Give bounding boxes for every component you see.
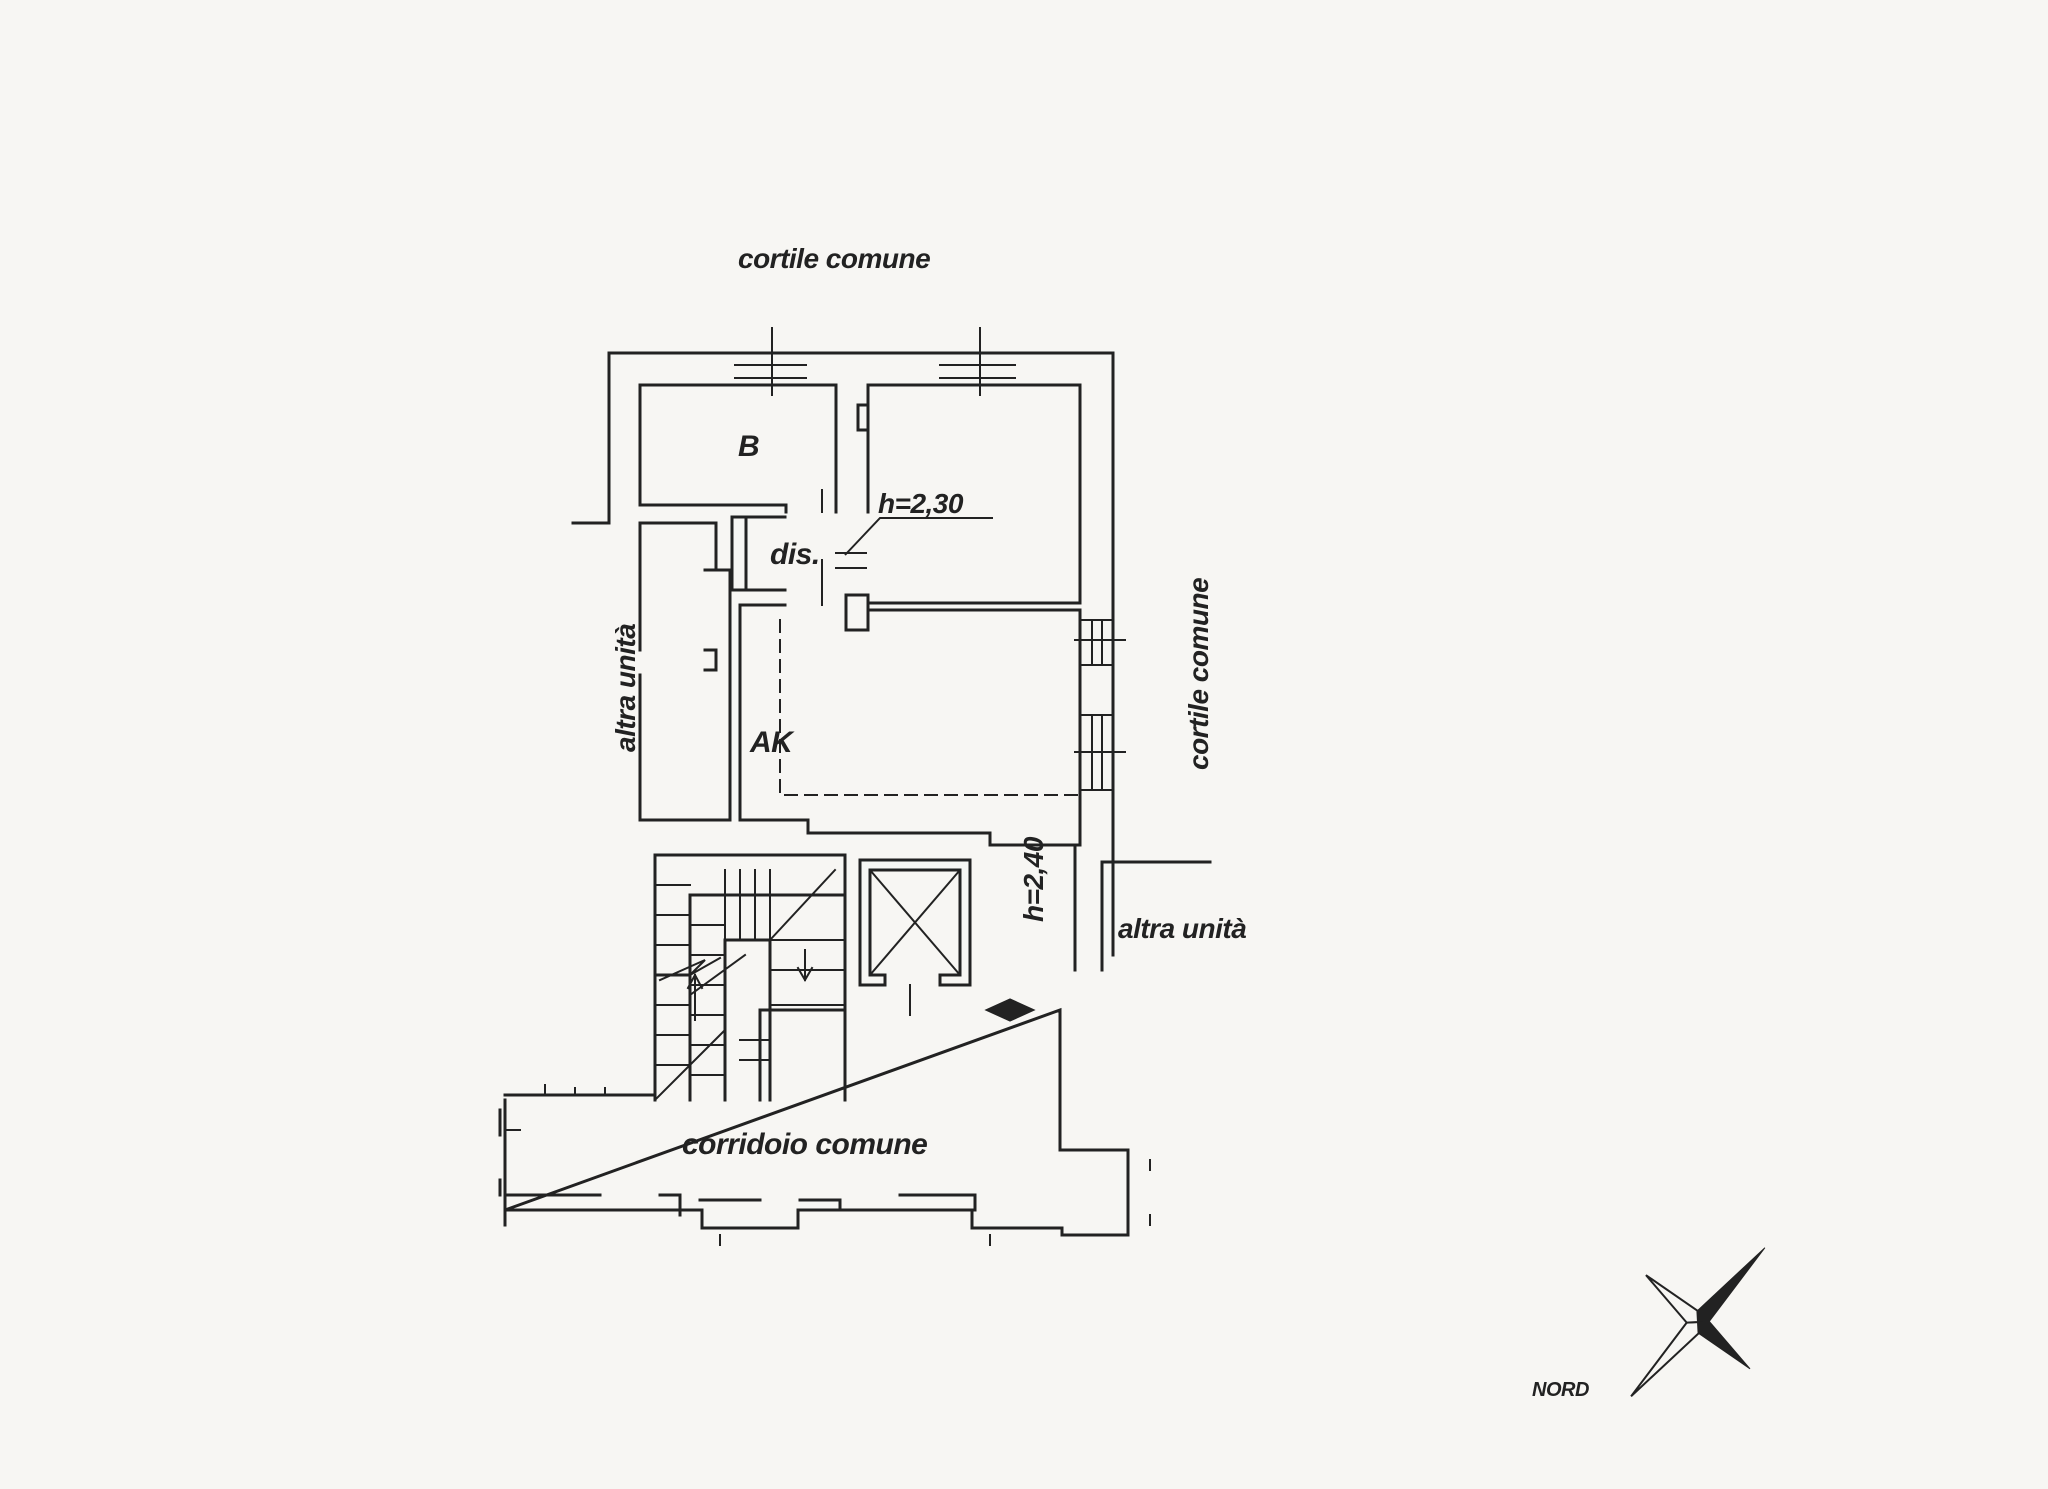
room-label-disimpegno: dis. xyxy=(770,538,820,571)
corridor-label: corridoio comune xyxy=(682,1128,928,1161)
room-top-wall xyxy=(844,593,870,632)
compass-south-point xyxy=(1630,1320,1700,1398)
window-top-left xyxy=(734,327,807,396)
compass-east-point xyxy=(1697,1320,1751,1370)
corridor-ticks xyxy=(504,1084,1151,1246)
stair-treads xyxy=(654,869,846,1101)
stair-arrow-up xyxy=(686,972,704,1021)
ak-dashed-area xyxy=(779,619,1081,796)
room-label-bagno: B xyxy=(738,430,760,463)
compass-rose xyxy=(1630,1247,1766,1398)
partition-wall xyxy=(834,423,870,514)
entrance-triangle xyxy=(984,998,1036,1022)
ceiling-height-side-label: h=2,40 xyxy=(1018,837,1049,922)
window-top-right xyxy=(939,327,1016,396)
stair-diagonals xyxy=(653,868,837,1102)
stair-zigzag xyxy=(658,956,722,982)
north-label: NORD xyxy=(1532,1379,1589,1401)
right-unit-wall xyxy=(1073,843,1212,972)
corridor-left-wall xyxy=(498,1098,507,1227)
lift-cross xyxy=(868,868,962,977)
compass-west-point xyxy=(1645,1274,1700,1324)
corridor-shell xyxy=(503,1007,1130,1237)
bath-bottom xyxy=(638,503,788,514)
room-top-wall-line xyxy=(866,601,1082,612)
window-right-top xyxy=(1074,619,1126,666)
left-unit-wall xyxy=(638,521,732,822)
corridor-inner-wall xyxy=(503,1193,977,1217)
room-label-soggiorno: AK xyxy=(750,726,793,759)
left-unit-jog xyxy=(703,568,718,672)
compass-north-point xyxy=(1696,1247,1766,1323)
stair-box xyxy=(653,853,847,1102)
altra-unita-right-label: altra unità xyxy=(1118,913,1247,944)
stair-arrow-down xyxy=(796,949,814,982)
ak-left-wall xyxy=(738,603,787,822)
dis-side-marks xyxy=(835,552,867,569)
partition-jog xyxy=(856,403,870,432)
h-top-leader xyxy=(844,517,993,556)
dis-left-wall xyxy=(730,515,787,592)
cortile-top-label: cortile comune xyxy=(738,243,931,274)
cortile-right-label: cortile comune xyxy=(1183,577,1214,770)
ceiling-height-top-label: h=2,30 xyxy=(878,488,963,519)
window-right-ext xyxy=(1112,639,1126,753)
outer-wall-inner xyxy=(638,383,838,507)
ak-bottom-wall xyxy=(738,788,1082,847)
altra-unita-left-label: altra unità xyxy=(610,623,641,752)
